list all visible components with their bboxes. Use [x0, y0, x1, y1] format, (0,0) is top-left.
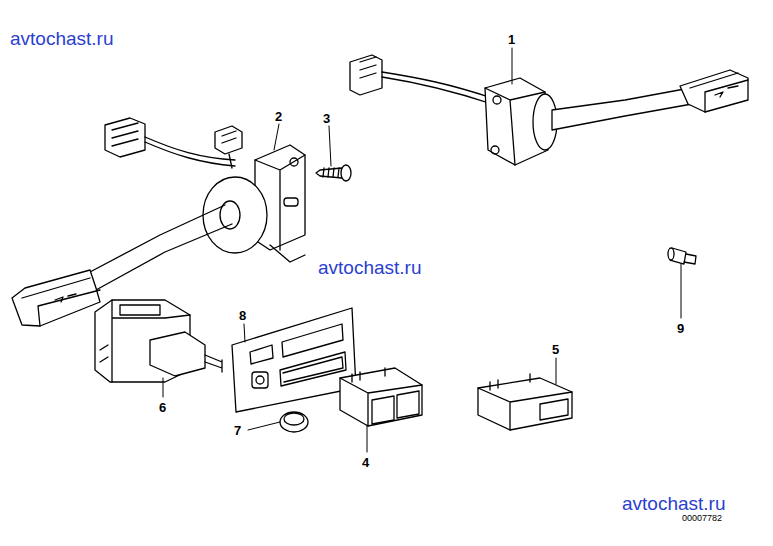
knob	[280, 412, 308, 432]
callout-number: 4	[362, 456, 369, 469]
callout-number: 2	[275, 110, 282, 123]
turn-signal-stalk-switch	[12, 118, 305, 326]
callout-number: 9	[677, 322, 684, 335]
callout-number: 8	[239, 309, 246, 322]
bulb	[668, 248, 696, 264]
callout-number: 3	[323, 112, 330, 125]
callout-number: 6	[159, 401, 166, 414]
watermark: avtochast.ru	[318, 258, 422, 277]
callout-number: 5	[552, 343, 559, 356]
double-switch	[340, 368, 422, 426]
switch-module	[478, 374, 572, 430]
wiper-stalk-switch	[350, 55, 748, 165]
switch-panel	[232, 308, 356, 412]
watermark: avtochast.ru	[622, 494, 726, 513]
drawing-number: 00007782	[682, 514, 722, 523]
watermark: avtochast.ru	[10, 29, 114, 48]
callout-number: 1	[508, 33, 515, 46]
leader-lines	[163, 48, 681, 452]
screw	[316, 165, 351, 181]
light-switch	[95, 300, 222, 382]
callout-number: 7	[234, 424, 241, 437]
